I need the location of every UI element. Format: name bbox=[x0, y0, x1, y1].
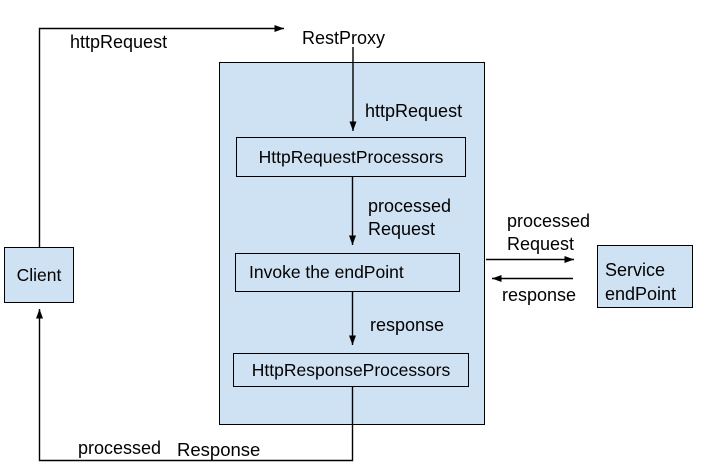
edge-label-bottom-response: Response bbox=[177, 439, 261, 460]
http-response-processors-label: HttpResponseProcessors bbox=[251, 359, 451, 380]
edge-label-request-line: Request bbox=[368, 219, 436, 239]
http-request-processors-label: HttpRequestProcessors bbox=[258, 146, 444, 167]
http-response-processors-node: HttpResponseProcessors bbox=[233, 353, 469, 387]
edge-label-processed-request: processed Request bbox=[368, 195, 451, 241]
invoke-endpoint-node: Invoke the endPoint bbox=[235, 253, 460, 292]
edge-label-right-processed-request: processed Request bbox=[507, 210, 590, 256]
edge-label-right-response: response bbox=[502, 285, 577, 305]
http-request-processors-node: HttpRequestProcessors bbox=[236, 137, 466, 177]
arrow-client-to-restproxy bbox=[38, 25, 284, 247]
invoke-endpoint-label: Invoke the endPoint bbox=[249, 262, 404, 282]
arrow-responseprocessors-to-client bbox=[36, 309, 354, 462]
edge-label-top-httprequest: httpRequest bbox=[70, 32, 168, 52]
service-endpoint-node: Service endPoint bbox=[597, 245, 693, 308]
restproxy-label: RestProxy bbox=[302, 28, 386, 48]
edge-label-inner-httprequest: httpRequest bbox=[365, 101, 463, 121]
edge-label-processed-line: processed bbox=[368, 196, 452, 216]
client-label: Client bbox=[16, 264, 62, 285]
client-node: Client bbox=[4, 247, 74, 303]
edge-label-right-processed-line: processed bbox=[507, 211, 591, 231]
service-endpoint-label-line1: Service bbox=[605, 260, 666, 280]
edge-label-bottom-processed: processed bbox=[78, 438, 162, 458]
service-endpoint-label-line2: endPoint bbox=[605, 284, 677, 304]
edge-label-inner-response: response bbox=[370, 315, 445, 335]
edge-label-right-request-line: Request bbox=[507, 234, 575, 254]
